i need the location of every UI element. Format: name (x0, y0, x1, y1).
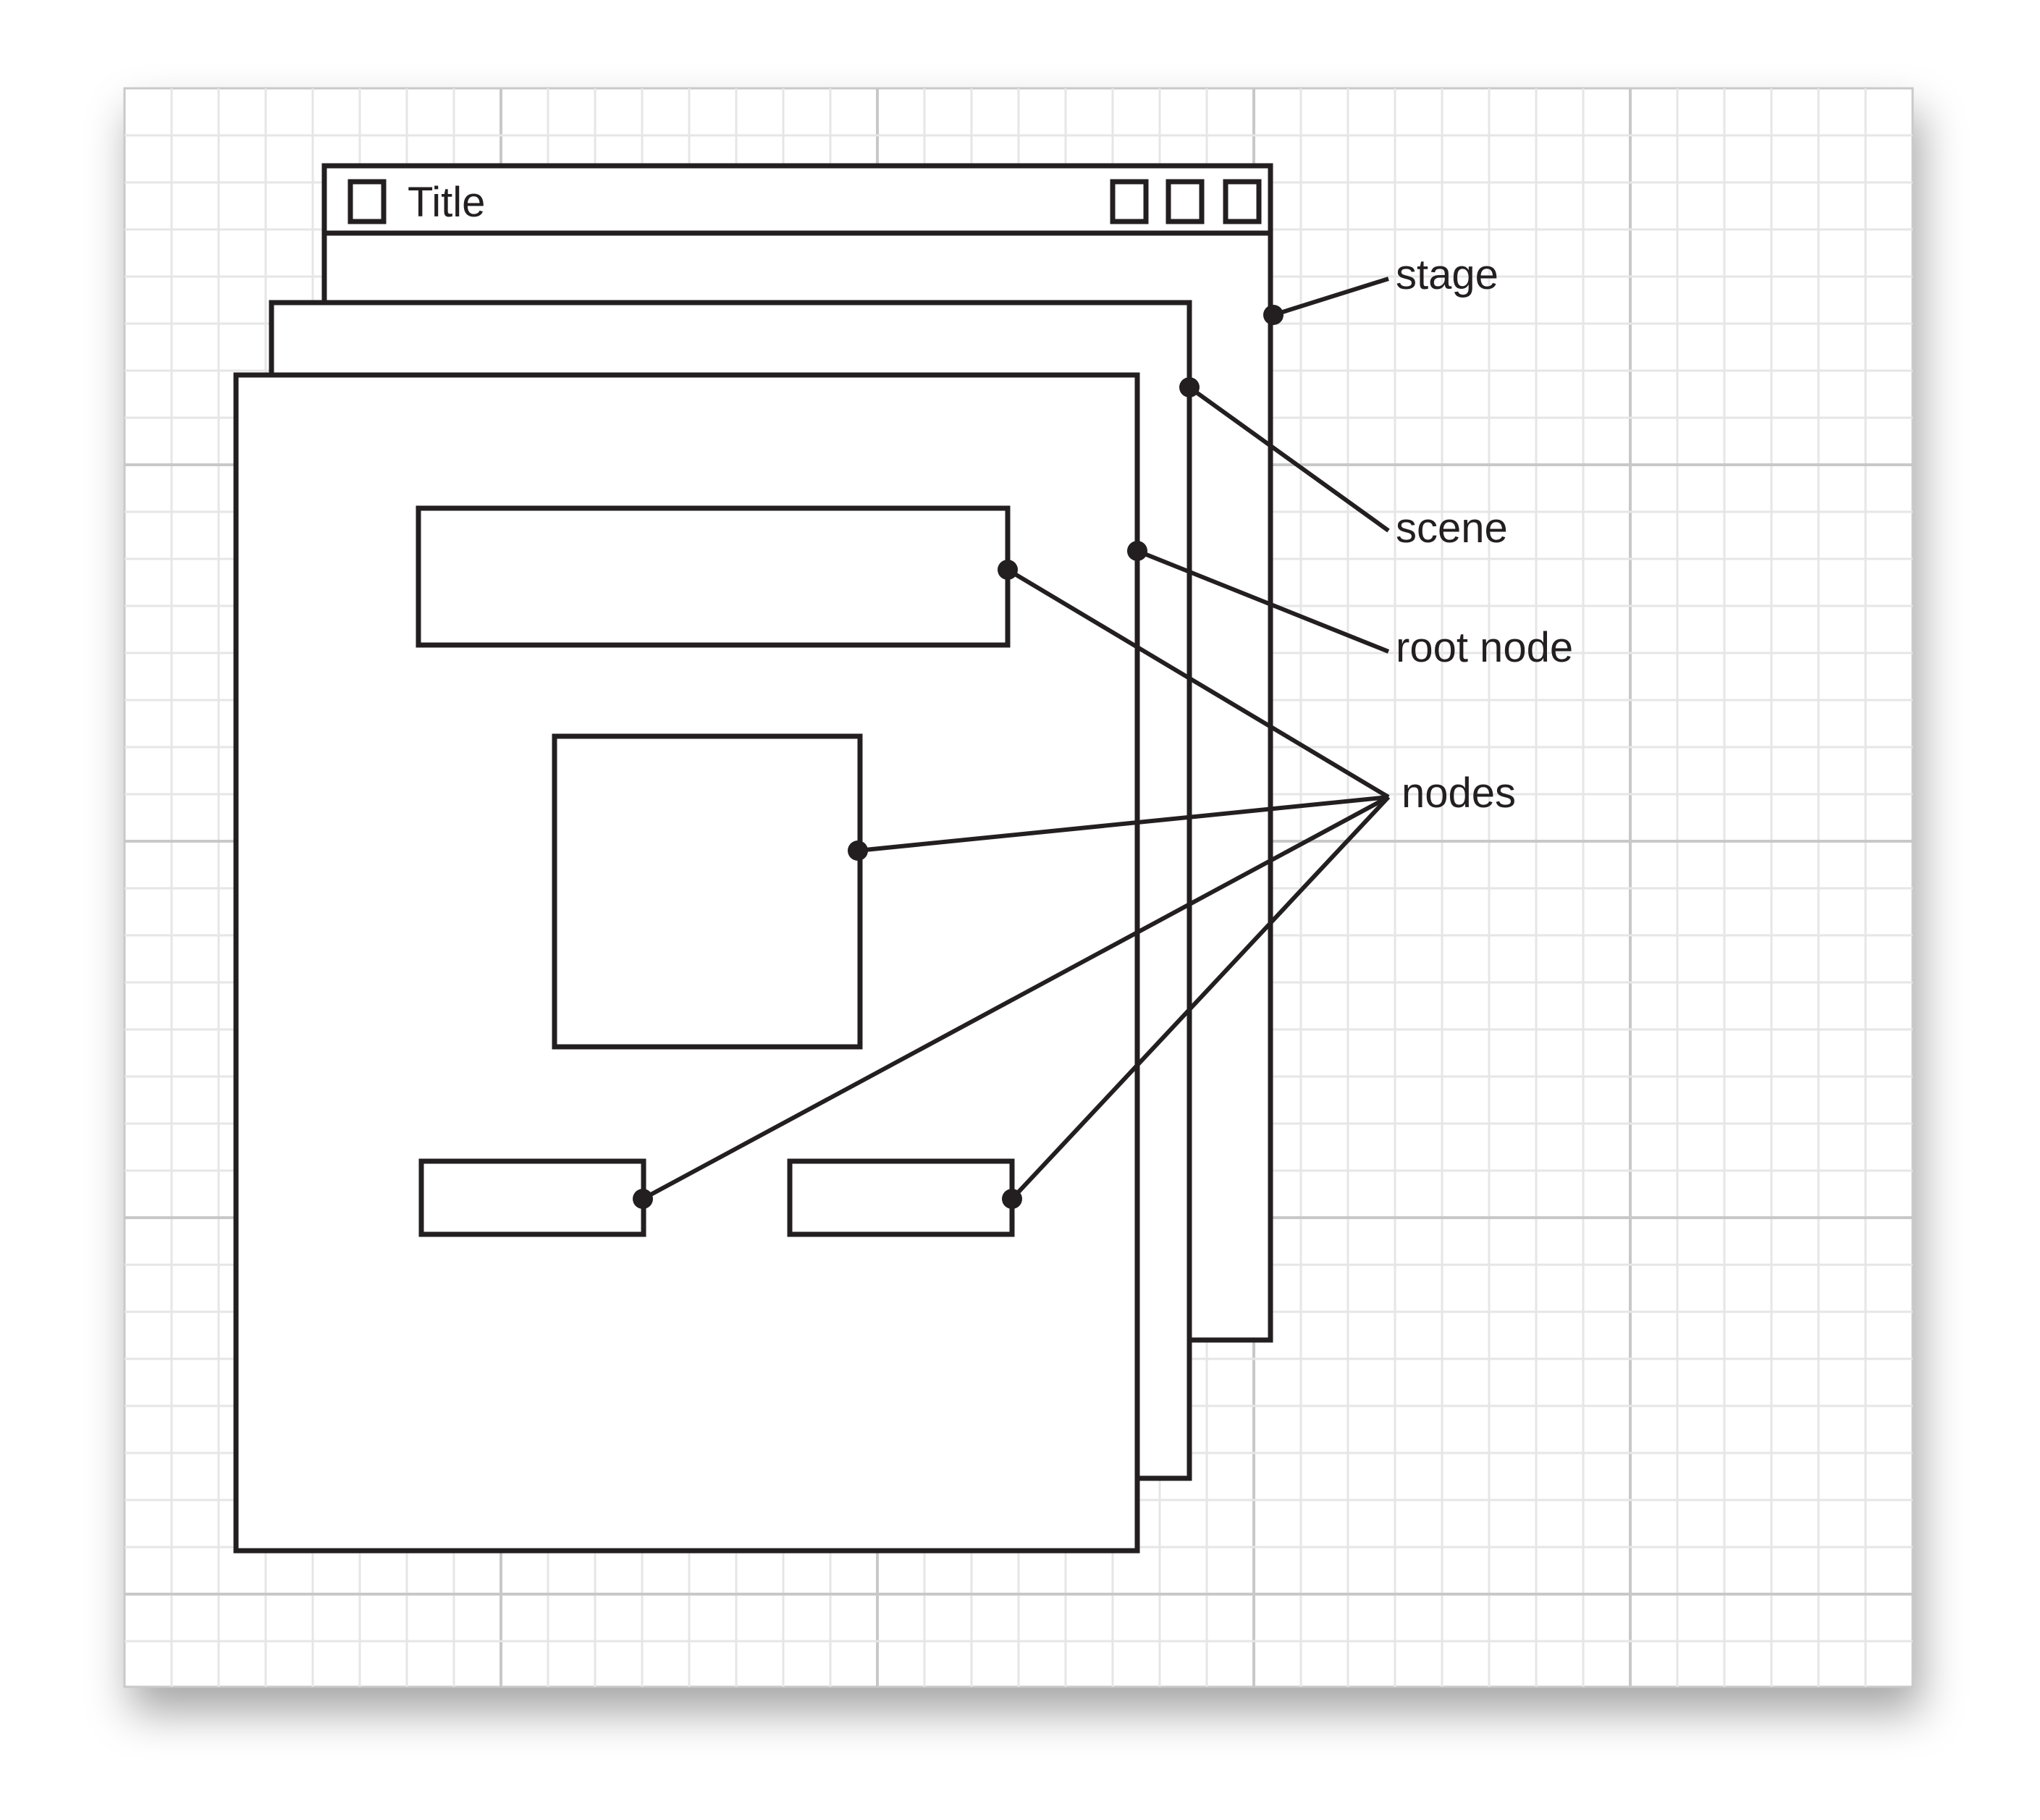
node-small-right (787, 1158, 1015, 1237)
scene-label: scene (1396, 505, 1508, 552)
node-small-left-connector-dot (633, 1189, 653, 1209)
nodes-callout-line-2 (857, 795, 1389, 853)
root-node-label: root node (1396, 624, 1573, 671)
node-small-right-connector-dot (1002, 1189, 1022, 1209)
minimize-icon (1110, 179, 1149, 224)
maximize-icon (1166, 179, 1205, 224)
node-wide-rectangle (416, 505, 1011, 648)
scene-callout-line (1188, 385, 1390, 533)
node-wide-connector-dot (998, 560, 1018, 580)
nodes-callout-line-4 (1010, 795, 1391, 1201)
node-square-connector-dot (848, 841, 868, 861)
callout-lines (641, 277, 1391, 1201)
window-menu-icon (347, 179, 387, 224)
close-icon (1223, 179, 1262, 224)
node-square (552, 733, 863, 1050)
root-node-connector-dot (1127, 541, 1147, 561)
stage-connector-dot (1263, 305, 1284, 325)
scene-connector-dot (1179, 377, 1200, 397)
stage-label: stage (1396, 251, 1499, 298)
connector-dots (633, 305, 1284, 1209)
nodes-callout-line-1 (1006, 568, 1390, 799)
window-title: Title (408, 179, 485, 226)
node-small-left (418, 1158, 646, 1237)
stage-callout-line (1273, 277, 1389, 317)
nodes-label: nodes (1402, 770, 1516, 817)
root-node-callout-line (1136, 549, 1390, 654)
nodes-callout-line-3 (641, 795, 1390, 1201)
